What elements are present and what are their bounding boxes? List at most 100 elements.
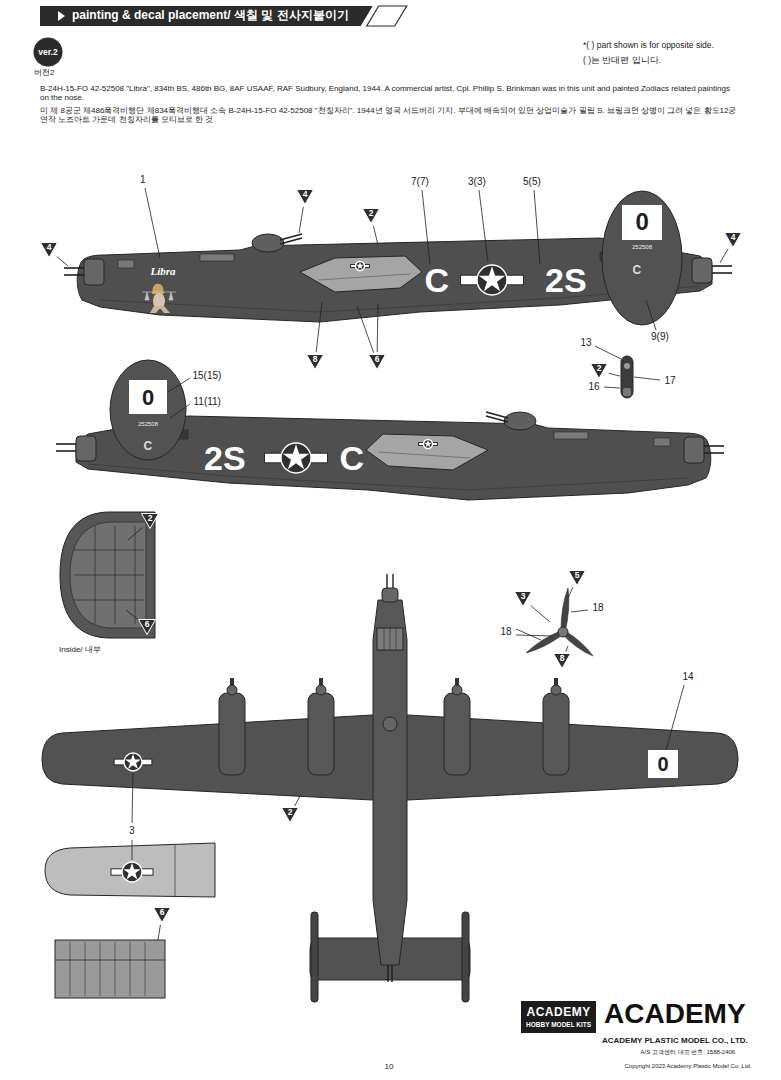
note-text: ( )는 반대편 입니다. [583,56,661,66]
triangle-outline [154,908,171,923]
callout-leaders [57,207,728,940]
triangle-outline [307,355,324,370]
insignia-star [283,444,309,469]
leader-line [126,610,139,621]
glazing-frame [396,628,397,650]
nose-art-legs [150,306,170,313]
tail-gun [56,443,76,445]
decal-letter: 2S [204,439,246,478]
panel-rib [74,600,144,601]
tail-turret [692,258,712,283]
title-arrow [58,11,65,21]
version-label: 버전2 [34,68,54,77]
leader-line [132,773,133,823]
color-number: 5 [568,570,586,581]
leader-line [568,587,573,598]
triangle-outline [139,620,156,635]
tail-fin [110,360,186,460]
color-callout-triangle: 6 [138,619,156,635]
decal-letter: 2S [545,261,587,300]
fin [311,912,318,1002]
company-name: ACADEMY PLASTIC MODEL CO., LTD. [602,1036,748,1045]
leader-line [168,378,190,392]
color-number: 8 [553,653,571,664]
callout-number: 3 [129,825,135,837]
color-callout-triangle: 4 [296,189,314,205]
panel-line [175,845,176,896]
leader-line [604,387,620,388]
insignia-star [356,262,364,269]
spinner [227,685,237,695]
color-number: 3 [514,591,532,602]
flap-rib [70,942,71,996]
leader-line [373,226,378,245]
panel-inner [70,522,146,628]
top-view [42,574,738,1002]
cockpit-window [554,432,588,439]
decal-letter: C [340,439,365,478]
color-callout-triangle: 5 [568,570,586,586]
nose-gun [386,574,387,588]
engine-nacelle [308,693,334,775]
color-callout-triangle: 8 [306,354,324,370]
flap-rib [145,942,146,996]
page-title: painting & decal placement/ 색칠 및 전사지붙이기 [72,9,349,23]
callout-number: 11(11) [194,396,221,408]
insignia-disc [124,753,142,771]
nose-turret [382,588,398,602]
triangle-outline [142,514,159,529]
title-band-outline [367,6,407,26]
greenhouse [377,628,403,650]
color-number: 6 [138,619,156,630]
color-number: 4 [724,232,742,243]
leader-line [609,373,620,376]
color-number: 2 [590,363,608,374]
color-callout-triangle: 8 [553,653,571,669]
color-callout-triangle: 6 [368,354,386,370]
color-callout-triangle: 3 [514,591,532,607]
spinner [316,685,326,695]
nose-art-hair [152,284,164,295]
tail-gun [56,450,76,452]
callout-number: 17 [665,375,676,387]
tail-gun [712,272,732,274]
triangle-outline [297,190,314,205]
triangle-outline [41,243,58,258]
leader-line [57,256,68,266]
callout-number: 9(9) [651,331,669,343]
nose-gun [704,445,724,447]
leader-line [422,190,430,264]
leader-line [646,300,656,330]
flap-rib [100,942,101,996]
nose-gun [64,267,84,269]
tail-gun [387,965,388,982]
leader-line [479,190,488,262]
triangle-outline [363,209,380,224]
side-window [118,260,134,268]
color-callout-triangle: 2 [141,513,159,529]
flap [55,940,165,998]
brand-subtitle: HOBBY MODEL KITS [526,1020,591,1029]
panel-rib [74,575,144,576]
description-text: 미 제 8공군 제486폭격비행단 제834폭격비행대 소속 B-24H-15-… [40,106,740,124]
serial-number: 252508 [138,421,158,428]
description-text: B-24H-15-FO 42-52508 "Libra", 834th BS, … [40,84,740,102]
callout-number: 14 [683,671,694,683]
nose-turret [684,437,704,463]
service-phone: A/S 고객센터 대표 번호: 1588-2406 [641,1049,736,1056]
logo-text: ACADEMY [604,998,746,1030]
triangle-outline [554,654,571,669]
leader-lines [132,188,684,860]
leader-line [595,346,621,359]
color-number: 8 [306,354,324,365]
top-turret [504,412,536,430]
spinner [551,685,561,695]
top-turret [383,717,397,731]
color-number: 6 [368,354,386,365]
flap-rib [115,942,116,996]
propeller-blade [561,588,569,632]
leader-line [316,302,322,352]
serial-number: 252508 [632,244,652,251]
leader-line [531,605,550,622]
